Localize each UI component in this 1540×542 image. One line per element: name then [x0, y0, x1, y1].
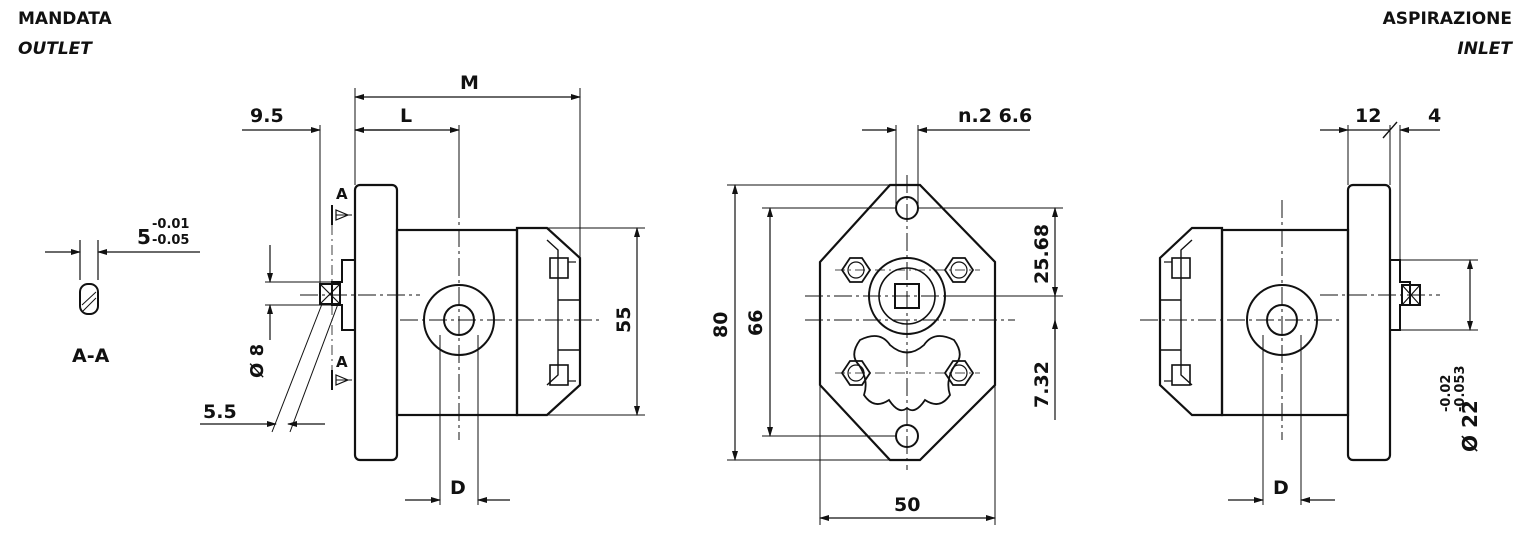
section-title: A-A: [72, 345, 110, 367]
dim-9-5: 9.5: [250, 105, 284, 127]
dim-66: 66: [745, 310, 767, 336]
dim-d-left: D: [450, 477, 466, 499]
section-tol-nominal: 5: [137, 225, 151, 249]
dim-55: 55: [613, 307, 635, 333]
section-tol-lower: -0.05: [152, 233, 189, 248]
dim-d-right: D: [1273, 477, 1289, 499]
outlet-label-en: OUTLET: [18, 39, 92, 59]
section-tol-upper: -0.01: [152, 217, 189, 232]
section-view-a-a: [45, 240, 200, 315]
front-view: [727, 125, 1063, 525]
outlet-labels: MANDATA OUTLET: [18, 4, 112, 64]
section-mark-bottom: A: [336, 353, 348, 371]
dim-50: 50: [894, 494, 920, 516]
side-view-right: [1140, 121, 1478, 505]
dim-dia-22: Ø 22: [1458, 400, 1482, 452]
dia-22-tol-upper: -0.02: [1439, 375, 1454, 412]
side-view-left: [200, 88, 645, 505]
dim-holes: n.2 6.6: [958, 105, 1032, 127]
dim-5-5: 5.5: [203, 401, 237, 423]
dim-25-68: 25.68: [1031, 224, 1053, 284]
outlet-label-it: MANDATA: [18, 9, 112, 29]
dim-80: 80: [710, 312, 732, 338]
section-mark-top: A: [336, 185, 348, 203]
dim-l: L: [400, 105, 412, 127]
inlet-label-it: ASPIRAZIONE: [1382, 9, 1512, 29]
inlet-label-en: INLET: [1457, 39, 1512, 59]
inlet-labels: ASPIRAZIONE INLET: [1383, 4, 1512, 64]
dim-dia-8: Ø 8: [247, 344, 268, 378]
dim-4: 4: [1428, 105, 1441, 127]
dim-m: M: [460, 72, 479, 94]
dia-22-tol-lower: -0.053: [1453, 365, 1468, 412]
dim-7-32: 7.32: [1031, 361, 1053, 408]
dim-12: 12: [1355, 105, 1381, 127]
